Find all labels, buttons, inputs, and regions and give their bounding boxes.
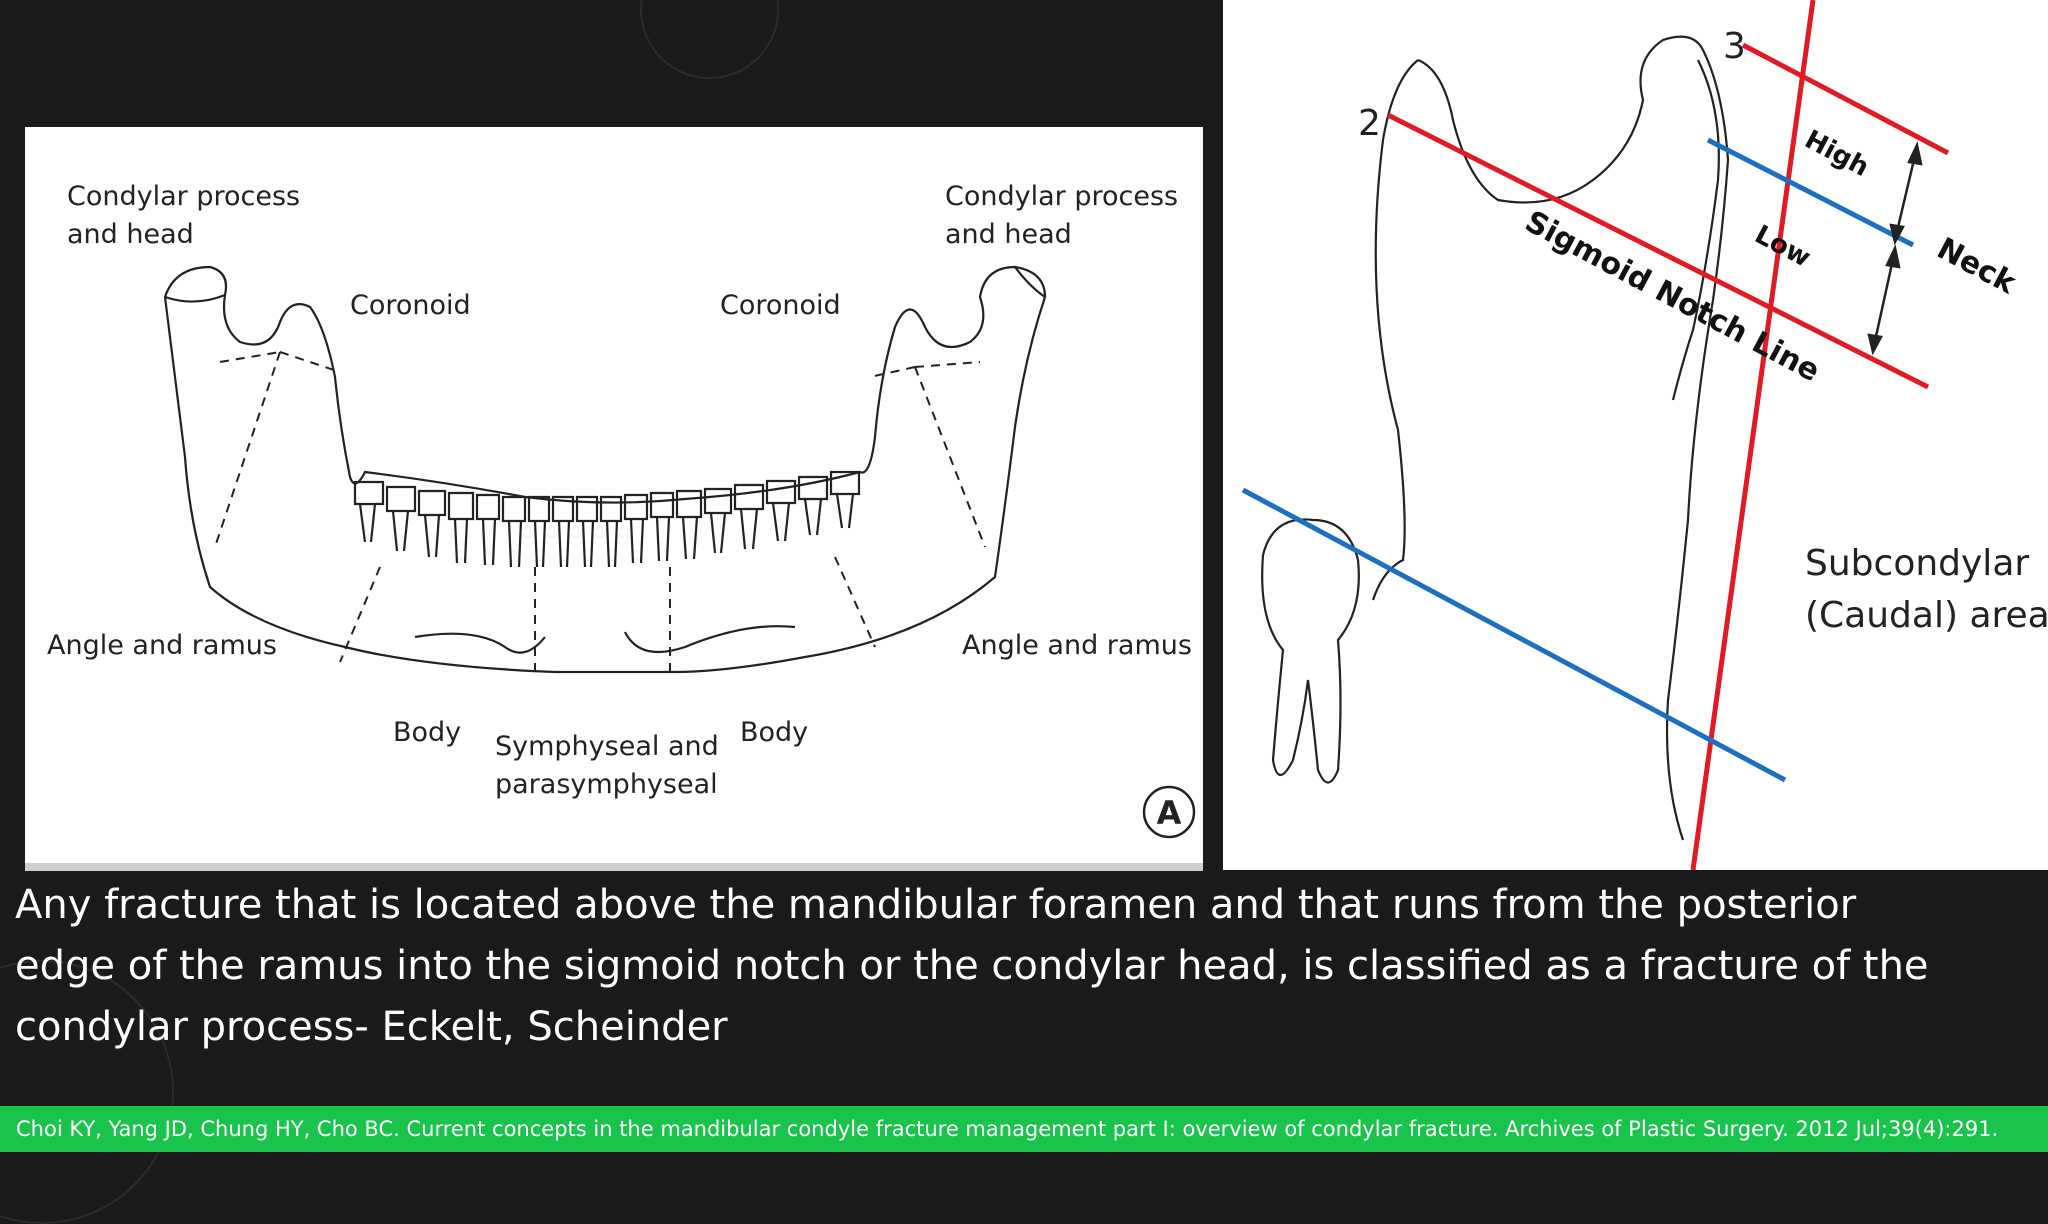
condylar-fracture-levels-diagram: 2 3 High Low Neck Sigmoid Notch Line Sub… xyxy=(1223,0,2048,870)
vertical-red-line xyxy=(1690,0,1816,870)
upper-red-line xyxy=(1741,42,1950,156)
caption-line-1: Any fracture that is located above the m… xyxy=(15,882,1857,928)
label-angle-left: Angle and ramus xyxy=(47,630,277,661)
label-coronoid-right: Coronoid xyxy=(720,290,841,321)
panel-letter: A xyxy=(1157,794,1182,832)
condyle-illustration: 2 3 High Low Neck Sigmoid Notch Line Sub… xyxy=(1241,0,2048,870)
label-condylar-left-2: and head xyxy=(67,219,194,250)
reference-citation: Choi KY, Yang JD, Chung HY, Cho BC. Curr… xyxy=(0,1106,2048,1152)
neck-arrows xyxy=(1867,141,1923,356)
caption-text: Any fracture that is located above the m… xyxy=(15,875,2030,1058)
panel-letter-circle xyxy=(1142,785,1196,839)
label-condylar-left-1: Condylar process xyxy=(67,181,300,212)
caption-line-3: condylar process- Eckelt, Scheinder xyxy=(15,1004,728,1050)
high-low-blue-line xyxy=(1706,137,1915,248)
label-coronoid-left: Coronoid xyxy=(350,290,471,321)
mandible-illustration: Condylar process and head Condylar proce… xyxy=(47,181,1196,839)
label-condylar-right-1: Condylar process xyxy=(945,181,1178,212)
label-angle-right: Angle and ramus xyxy=(962,630,1192,661)
sigmoid-notch-red-line xyxy=(1386,112,1930,390)
tooth-outline xyxy=(1261,518,1360,784)
label-symphyseal-1: Symphyseal and xyxy=(495,731,719,762)
label-high: High xyxy=(1800,125,1874,183)
ramus-outline xyxy=(1371,35,1730,841)
teeth-row xyxy=(353,470,861,568)
label-body-right: Body xyxy=(740,717,808,748)
background-decor-circle xyxy=(640,0,779,79)
lower-blue-line xyxy=(1241,487,1787,783)
label-body-left: Body xyxy=(393,717,461,748)
label-subcondylar-2: (Caudal) area xyxy=(1805,595,2048,636)
mandible-outline xyxy=(163,265,1047,674)
label-symphyseal-2: parasymphyseal xyxy=(495,769,718,800)
label-subcondylar-1: Subcondylar xyxy=(1805,543,2029,584)
mandible-regions-diagram: Condylar process and head Condylar proce… xyxy=(25,127,1203,871)
label-condylar-right-2: and head xyxy=(945,219,1072,250)
label-neck: Neck xyxy=(1931,231,2022,301)
label-number-2: 2 xyxy=(1358,103,1381,144)
label-number-3: 3 xyxy=(1723,26,1746,67)
caption-line-2: edge of the ramus into the sigmoid notch… xyxy=(15,943,1929,989)
